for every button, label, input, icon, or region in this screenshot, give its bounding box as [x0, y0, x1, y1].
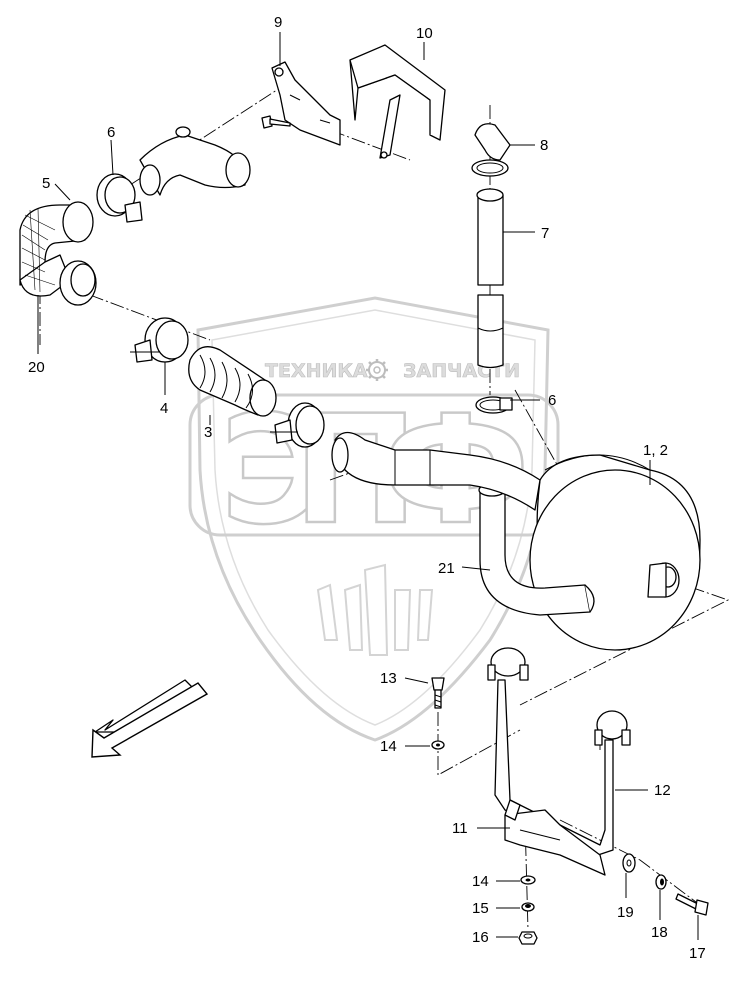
- hose-wrap-pattern: [21, 207, 56, 293]
- callout-9: 9: [274, 14, 282, 31]
- watermark-monogram: ЭПФ: [220, 384, 530, 558]
- callout-8: 8: [540, 137, 548, 154]
- callout-5: 5: [42, 175, 50, 192]
- muffler: [529, 454, 701, 651]
- callout-21: 21: [438, 560, 455, 577]
- leader-lines: [37, 32, 699, 940]
- watermark-shield: [196, 296, 550, 742]
- callout-19: 19: [617, 904, 634, 921]
- callout-12: 12: [654, 782, 671, 799]
- callout-1-2: 1, 2: [643, 442, 668, 459]
- lock-washer-18: [655, 874, 667, 890]
- callout-10: 10: [416, 25, 433, 42]
- clamp-6-pipe: [270, 402, 325, 448]
- nut-16: [518, 931, 538, 945]
- stack-pipe-7: [476, 188, 504, 369]
- flex-hose-3: [188, 346, 277, 417]
- bolt-17: [675, 893, 709, 916]
- upper-elbow-pipe: [139, 126, 251, 196]
- arrow-icon: [91, 679, 209, 758]
- callout-7: 7: [541, 225, 549, 242]
- clamp-4: [130, 317, 189, 363]
- callout-18: 18: [651, 924, 668, 941]
- clamp-6-stack: [475, 396, 513, 414]
- bracket-9: [271, 61, 341, 146]
- wrapped-elbow-5-20: [19, 201, 97, 306]
- lock-washer-15: [521, 902, 535, 912]
- callout-13: 13: [380, 670, 397, 687]
- callout-15: 15: [472, 900, 489, 917]
- washer-19: [622, 853, 636, 873]
- callout-labels: 1, 2 3 4 5 6 6 7 8 9 10 11 12 13 14 14 1…: [28, 14, 706, 962]
- watermark-shield-inner: [211, 309, 536, 726]
- callout-4: 4: [160, 400, 168, 417]
- heat-shield-10: [349, 44, 446, 159]
- callout-3: 3: [204, 424, 212, 441]
- wheat-emblem: [316, 563, 434, 656]
- bracket-11: [504, 799, 606, 876]
- callout-20: 20: [28, 359, 45, 376]
- callout-14a: 14: [380, 738, 397, 755]
- callout-16: 16: [472, 929, 489, 946]
- watermark-left-text: ТЕХНИКА: [265, 360, 368, 382]
- connector-pipe: [331, 431, 541, 511]
- watermark: ТЕХНИКА ЗАПЧАСТИ ЭПФ: [188, 296, 560, 742]
- callout-6-stack: 6: [548, 392, 556, 409]
- bolt-13: [431, 677, 445, 709]
- callout-17: 17: [689, 945, 706, 962]
- bracket-12: [487, 647, 631, 856]
- bolt-9: [261, 115, 291, 129]
- washer-14a: [431, 740, 445, 750]
- callout-11: 11: [452, 820, 468, 837]
- rain-cap-8: [471, 123, 511, 177]
- clamp-6-upper: [96, 173, 143, 223]
- washer-14b: [520, 875, 536, 885]
- callout-6-upper: 6: [107, 124, 115, 141]
- gear-icon: [366, 359, 388, 381]
- callout-14b: 14: [472, 873, 489, 890]
